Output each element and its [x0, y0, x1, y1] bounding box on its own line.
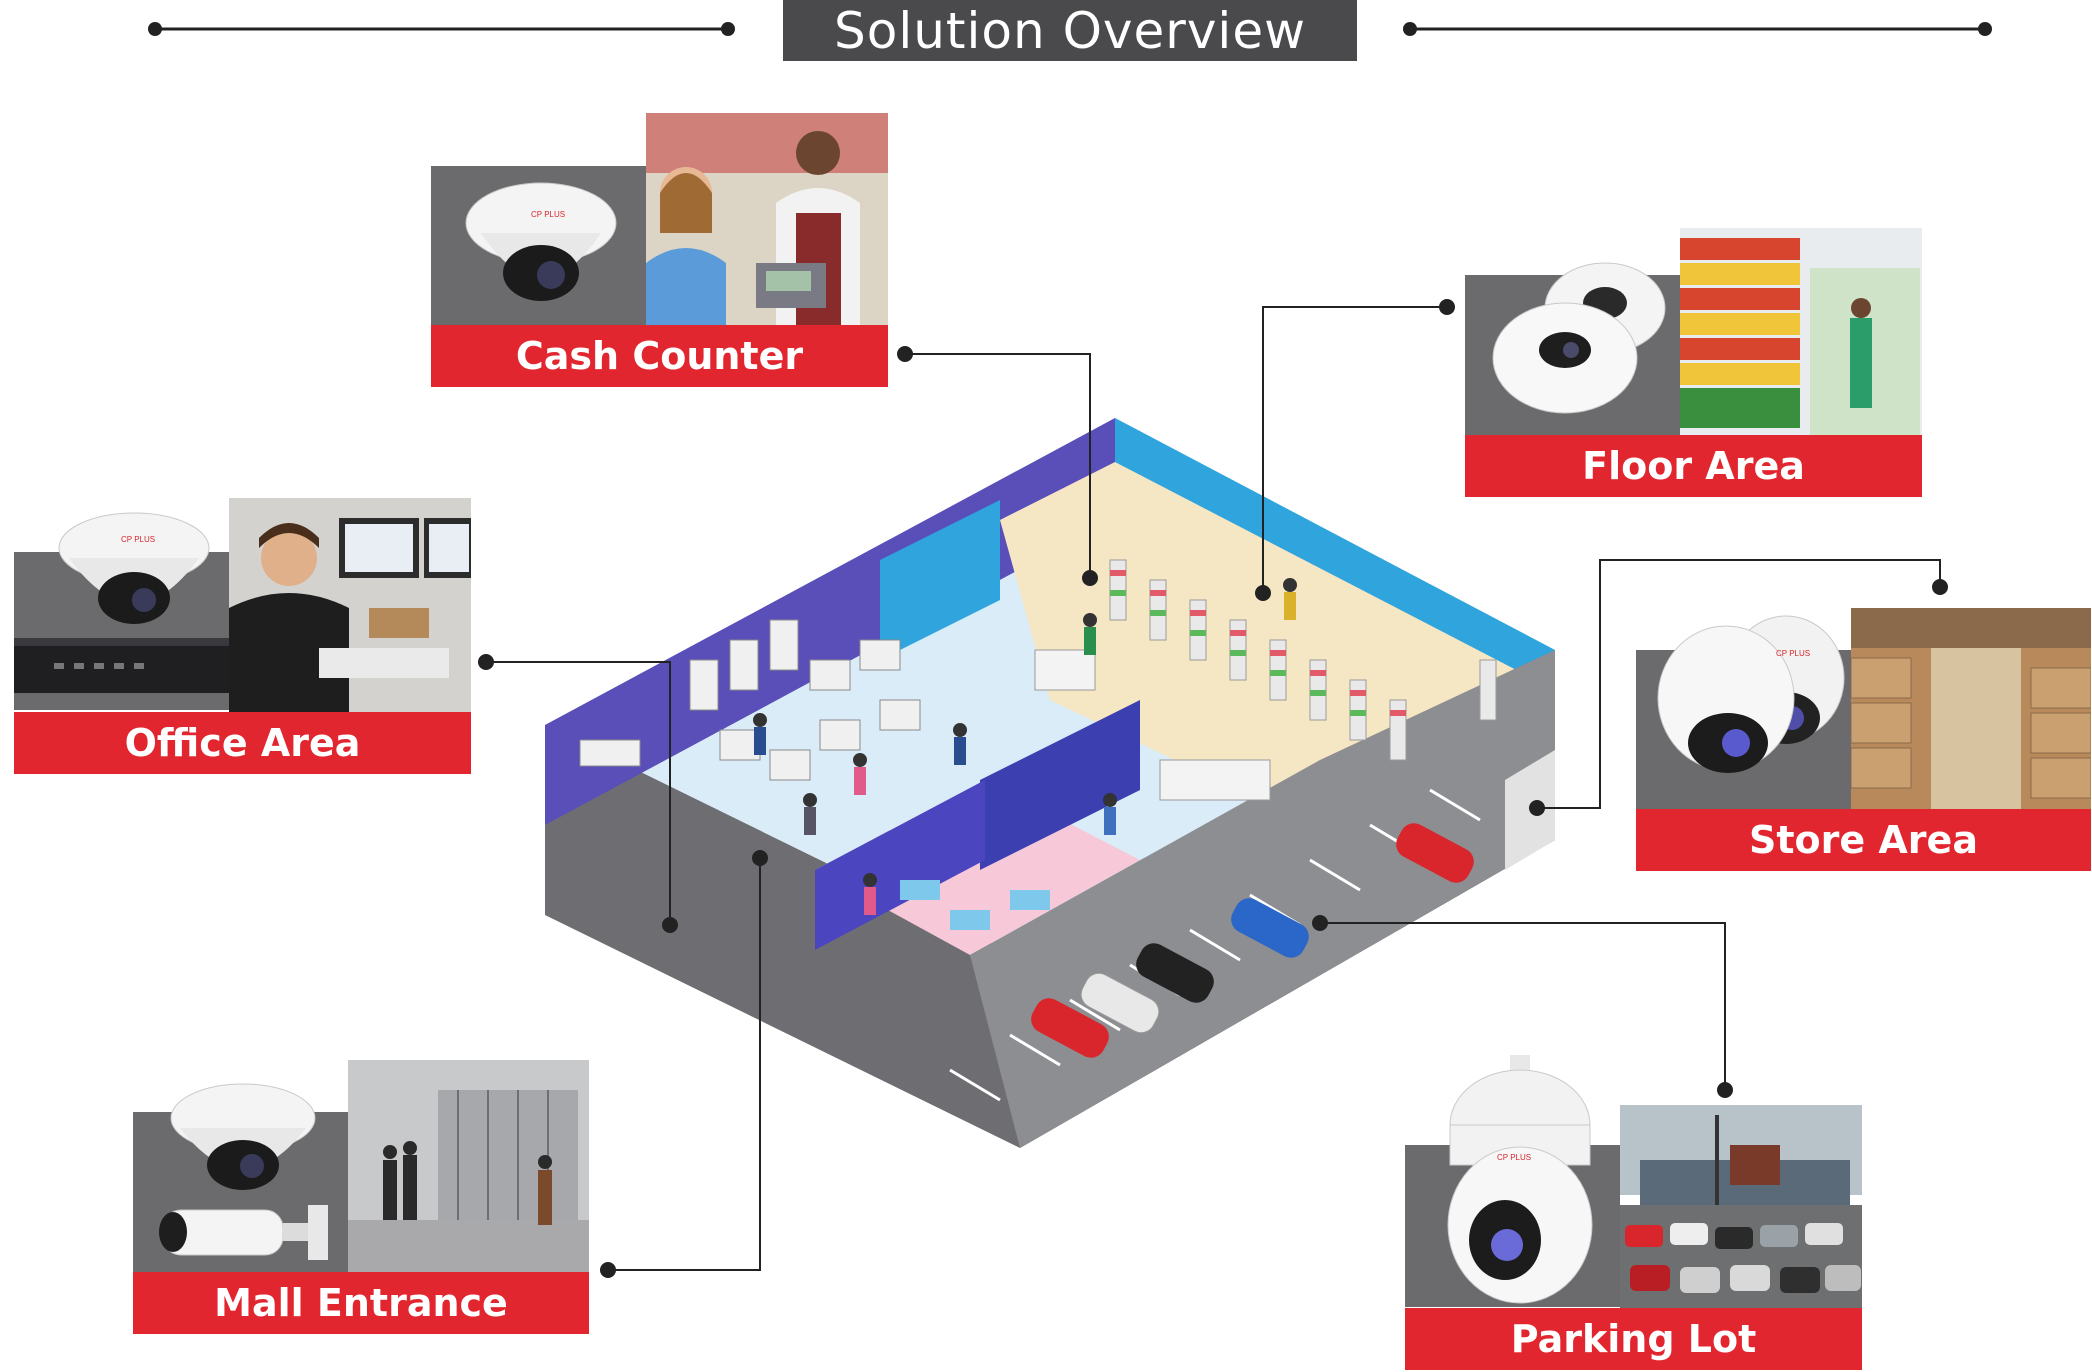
cosmetics-counter — [1159, 759, 1271, 801]
connector-mall-entrance — [608, 858, 761, 1271]
shelf-goods — [1110, 570, 1406, 716]
partition-wall-1 — [880, 500, 1000, 660]
mall-base-left-face — [545, 725, 1020, 1148]
connector-office-area — [486, 661, 671, 925]
page-title-text: Solution Overview — [834, 1, 1306, 60]
office-area-photo — [229, 498, 471, 712]
svg-text:CP PLUS: CP PLUS — [1776, 649, 1810, 658]
zone-label-cash-counter: Cash Counter — [431, 325, 888, 387]
connector-dot-cash-counter-start — [897, 346, 913, 362]
zone-card-mall-entrance: Mall Entrance — [133, 1060, 589, 1337]
bullet-camera-icon — [159, 1205, 328, 1260]
connector-dot-parking-lot-start — [1312, 915, 1328, 931]
connector-dot-cash-counter-end — [1082, 570, 1098, 586]
connector-dot-office-area-start — [478, 654, 494, 670]
dvr-recorder-icon — [14, 638, 254, 693]
dome-camera-icon: CP PLUS — [58, 512, 210, 624]
svg-text:CP PLUS: CP PLUS — [121, 535, 155, 544]
zone-card-parking-lot: CP PLUS Parking Lot — [1405, 1050, 1862, 1372]
connector-dot-mall-entrance-start — [600, 1262, 616, 1278]
partition-wall-3 — [815, 780, 985, 950]
ptz-camera-icon: CP PLUS — [1657, 615, 1845, 773]
connector-dot-mall-entrance-end — [752, 850, 768, 866]
mall-isometric-illustration — [545, 418, 1555, 1148]
zone-label-office-area: Office Area — [14, 712, 471, 774]
zone-label-store-area: Store Area — [1636, 809, 2091, 871]
shoppers — [753, 578, 1297, 915]
parked-cars — [1031, 823, 1474, 1058]
connector-dot-floor-area-start — [1439, 299, 1455, 315]
parking-floor — [970, 650, 1555, 1148]
zone-label-floor-area: Floor Area — [1465, 435, 1922, 497]
connector-dot-parking-lot-end — [1717, 1082, 1733, 1098]
parking-lot-photo — [1620, 1105, 1862, 1308]
connector-cash-counter — [905, 353, 1091, 578]
zone-label-mall-entrance: Mall Entrance — [133, 1272, 589, 1334]
connector-dot-floor-area-end — [1255, 585, 1271, 601]
zone-card-store-area: CP PLUS Store Area — [1636, 608, 2091, 874]
mall-entrance-photo — [348, 1060, 589, 1272]
cash-counter-photo — [646, 113, 888, 325]
header-line-left — [148, 22, 735, 36]
connector-dot-office-area-end — [662, 917, 678, 933]
svg-text:CP PLUS: CP PLUS — [531, 210, 565, 219]
electronics-appliances — [579, 619, 921, 781]
svg-text:CP PLUS: CP PLUS — [1497, 1153, 1531, 1162]
header-line-right — [1403, 22, 1992, 36]
ptz-camera-icon: CP PLUS — [1447, 1055, 1593, 1304]
connector-parking-lot — [1320, 922, 1726, 1090]
zone-label-parking-lot: Parking Lot — [1405, 1308, 1862, 1370]
zone-card-cash-counter: CP PLUS Cash Counter — [431, 113, 888, 390]
connector-dot-store-area-end — [1932, 579, 1948, 595]
cash-counter-desk — [1034, 649, 1096, 691]
zone-card-floor-area: Floor Area — [1465, 228, 1922, 498]
fisheye-camera-icon — [1492, 262, 1666, 414]
shelf-goods-green — [1110, 590, 1366, 716]
partition-wall-2 — [980, 700, 1140, 870]
connector-floor-area — [1262, 306, 1447, 593]
dome-camera-icon — [170, 1083, 316, 1190]
clothing-racks — [900, 880, 1050, 930]
connector-dot-store-area-start — [1529, 800, 1545, 816]
floor-area-photo — [1680, 228, 1922, 435]
store-area-photo — [1851, 608, 2091, 809]
page-title: Solution Overview — [783, 0, 1357, 61]
connector-store-area — [1537, 559, 1941, 809]
dome-camera-icon: CP PLUS — [465, 182, 617, 301]
zone-card-office-area: CP PLUS Office Area — [14, 498, 471, 776]
